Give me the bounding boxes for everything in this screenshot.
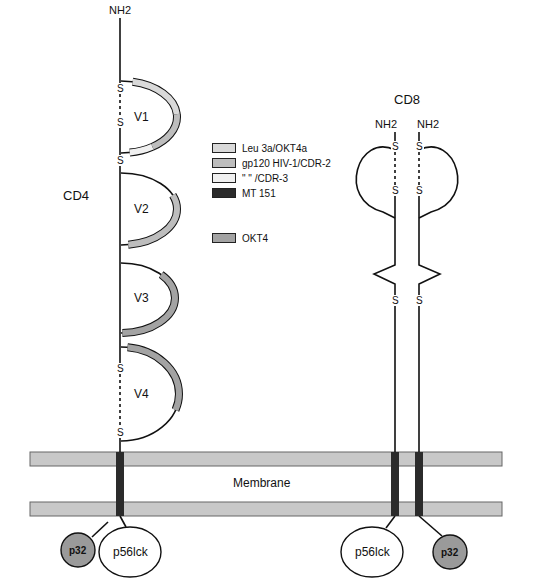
- epitope-band-edge: [121, 263, 175, 333]
- disulfide-label: S: [415, 141, 424, 152]
- membrane-band: [30, 502, 502, 516]
- epitope-band: [121, 173, 177, 245]
- loop-arc: [121, 347, 179, 441]
- epitope-band-edge: [121, 347, 179, 441]
- domain-label: V2: [134, 202, 149, 216]
- protein-oval: p56lck: [98, 526, 162, 578]
- terminus-label: NH2: [375, 118, 397, 130]
- disulfide-label: S: [116, 117, 125, 128]
- loop-arc: [121, 263, 175, 333]
- membrane-label: Membrane: [233, 477, 290, 490]
- disulfide-label: S: [116, 427, 125, 438]
- domain-label: p32: [69, 545, 86, 556]
- domain-label: V4: [134, 387, 149, 401]
- epitope-band-edge: [121, 173, 177, 245]
- oval-shape: [99, 527, 161, 577]
- epitope-band: [121, 263, 175, 333]
- oval-shape: [61, 533, 95, 567]
- legend-swatch: [212, 158, 236, 168]
- epitope-band-edge: [121, 81, 177, 153]
- terminus-label: NH2: [109, 4, 131, 16]
- transmembrane-segment: [391, 452, 399, 516]
- domain-label: p32: [441, 547, 458, 558]
- disulfide-label: S: [415, 295, 424, 306]
- disulfide-label: S: [116, 363, 125, 374]
- legend-swatch: [212, 188, 236, 198]
- legend-swatch: [212, 233, 236, 243]
- disulfide-label: S: [391, 295, 400, 306]
- membrane-band: [30, 452, 502, 466]
- oval-shape: [433, 535, 467, 569]
- epitope-band: [121, 347, 179, 441]
- protein-oval: p32: [432, 534, 468, 570]
- loop-arc: [121, 173, 177, 245]
- domain-label: p56lck: [355, 545, 390, 559]
- domain-label: V3: [134, 291, 149, 305]
- disulfide-label: S: [391, 141, 400, 152]
- transmembrane-segment: [415, 452, 423, 516]
- protein-oval: p32: [60, 532, 96, 568]
- cd8-chains: [356, 132, 457, 536]
- legend-text: Leu 3a/OKT4a: [242, 143, 307, 154]
- disulfide-label: S: [391, 185, 400, 196]
- disulfide-label: S: [116, 155, 125, 166]
- domain-loop: V1: [120, 80, 178, 154]
- legend-text: OKT4: [242, 233, 268, 244]
- legend-swatch: [212, 143, 236, 153]
- epitope-band-edge: [121, 81, 177, 153]
- molecule-name: CD8: [394, 93, 420, 107]
- protein-oval: p56lck: [340, 526, 404, 578]
- legend-swatch: [212, 173, 236, 183]
- epitope-band: [121, 81, 177, 153]
- domain-loop: V4: [120, 346, 180, 442]
- loop-arc: [121, 81, 177, 153]
- legend-text: gp120 HIV-1/CDR-2: [242, 158, 331, 169]
- molecule-name: CD4: [63, 189, 89, 203]
- loop-outline: [120, 80, 178, 154]
- epitope-band-edge: [121, 81, 177, 153]
- domain-label: V1: [134, 110, 149, 124]
- loop-outline: [120, 172, 178, 246]
- legend-text: " " /CDR-3: [242, 173, 288, 184]
- domain-label: p56lck: [113, 545, 148, 559]
- epitope-band: [121, 81, 177, 153]
- legend-text: MT 151: [242, 188, 276, 199]
- terminus-label: NH2: [417, 118, 439, 130]
- cd4-backbone: [92, 18, 126, 537]
- transmembrane-segment: [116, 452, 124, 516]
- domain-loop: V2: [120, 172, 178, 246]
- disulfide-label: S: [116, 83, 125, 94]
- disulfide-label: S: [415, 185, 424, 196]
- oval-shape: [341, 527, 403, 577]
- loop-outline: [120, 346, 180, 442]
- epitope-band: [121, 81, 177, 153]
- domain-loop: V3: [120, 262, 176, 334]
